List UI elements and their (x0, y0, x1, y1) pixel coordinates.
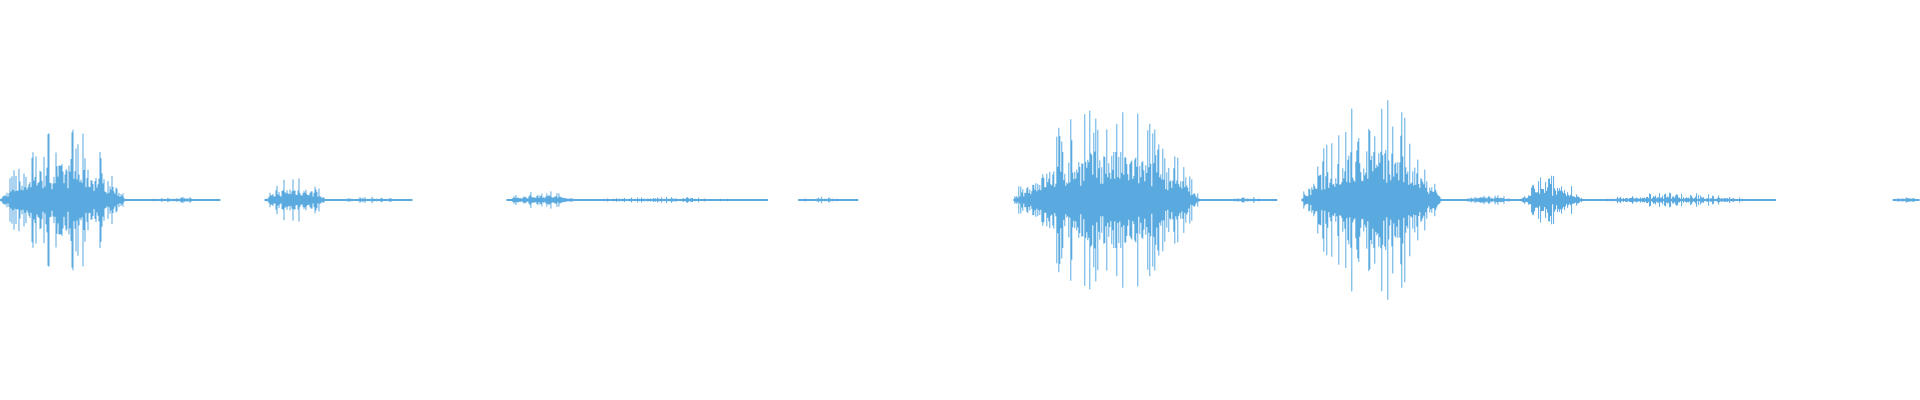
waveform-segment (1520, 175, 1594, 225)
waveform-segment (1593, 192, 1777, 208)
waveform-segment (585, 196, 769, 204)
waveform-segment (798, 196, 859, 204)
waveform-segment (0, 129, 146, 271)
waveform-segment (506, 191, 586, 209)
waveform-bars (0, 100, 1920, 300)
waveform-segment (264, 178, 337, 222)
waveform-segment (335, 196, 413, 204)
waveform-segment (145, 197, 221, 203)
waveform-segment (1462, 195, 1521, 205)
waveform-segment (1013, 110, 1230, 290)
waveform-segment (1228, 197, 1278, 203)
waveform-segment (1892, 197, 1920, 203)
waveform-segment (1301, 100, 1464, 300)
